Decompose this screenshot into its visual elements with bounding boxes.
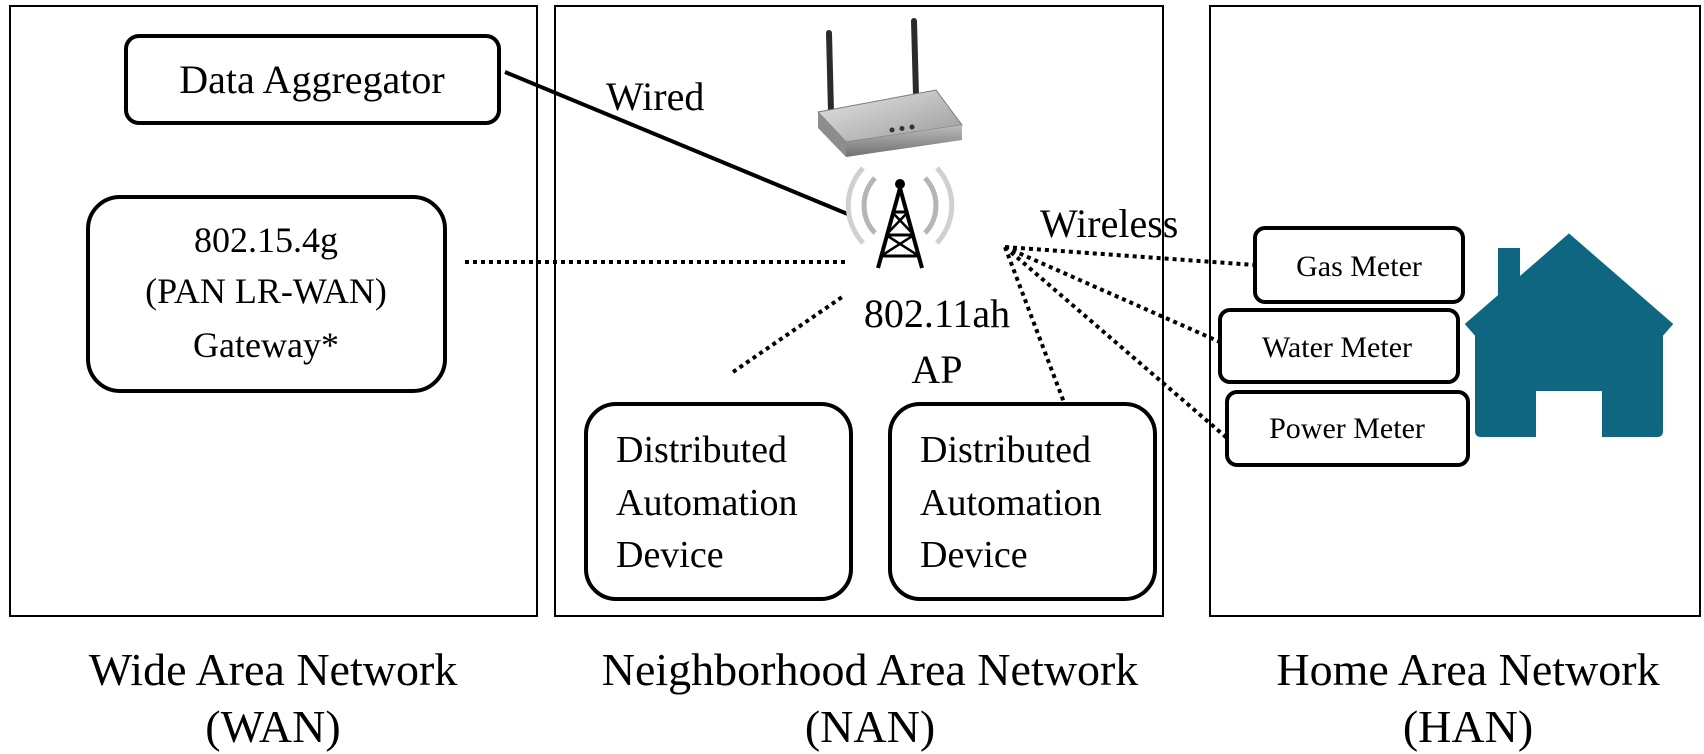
han-title-line2: (HAN) <box>1403 701 1533 752</box>
da-device-1-label-line2: Automation <box>616 482 798 524</box>
han-panel-frame <box>1209 5 1701 617</box>
han-title-line1: Home Area Network <box>1276 644 1659 695</box>
power-meter-box <box>1225 390 1470 467</box>
data-aggregator-label: Data Aggregator <box>179 57 444 102</box>
house-icon <box>1464 233 1674 437</box>
gateway-label-line2: (PAN LR-WAN) <box>145 271 387 311</box>
da-device-1-label-line1: Distributed <box>616 429 787 471</box>
nan-title-line1: Neighborhood Area Network <box>602 644 1139 695</box>
gas-meter-box <box>1253 226 1465 304</box>
gateway-box <box>86 195 447 393</box>
power-meter-wireless-link <box>1003 245 1229 440</box>
wired-link <box>504 70 851 217</box>
wifi-router-icon <box>817 18 963 157</box>
da-device-1-wireless-link <box>731 293 847 374</box>
wan-panel-frame <box>9 5 538 617</box>
da-device-2-label-line2: Automation <box>920 482 1102 524</box>
gateway-label-line1: 802.15.4g <box>194 220 338 260</box>
da-device-2-box <box>888 402 1157 601</box>
gateway-label-line3: Gateway* <box>193 325 339 365</box>
nan-panel-frame <box>554 5 1164 617</box>
da-device-1-label-line3: Device <box>616 534 724 576</box>
water-meter-wireless-link <box>1004 245 1221 344</box>
gas-meter-label: Gas Meter <box>1296 250 1422 283</box>
wan-title-line1: Wide Area Network <box>89 644 458 695</box>
power-meter-label: Power Meter <box>1269 412 1425 445</box>
wireless-label: Wireless <box>1040 201 1178 246</box>
water-meter-box <box>1218 308 1460 384</box>
ap-label-line2: AP <box>911 347 962 392</box>
wired-label: Wired <box>606 74 704 119</box>
nan-title-line2: (NAN) <box>805 701 935 752</box>
data-aggregator-box <box>124 34 501 125</box>
gas-meter-wireless-link <box>1004 245 1256 267</box>
da-device-2-label-line1: Distributed <box>920 429 1091 471</box>
wan-title-line2: (WAN) <box>205 701 340 752</box>
water-meter-label: Water Meter <box>1262 331 1412 364</box>
da-device-1-box <box>584 402 853 601</box>
ap-label-line1: 802.11ah <box>864 291 1010 336</box>
radio-tower-icon <box>845 166 955 269</box>
da-device-2-label-line3: Device <box>920 534 1028 576</box>
